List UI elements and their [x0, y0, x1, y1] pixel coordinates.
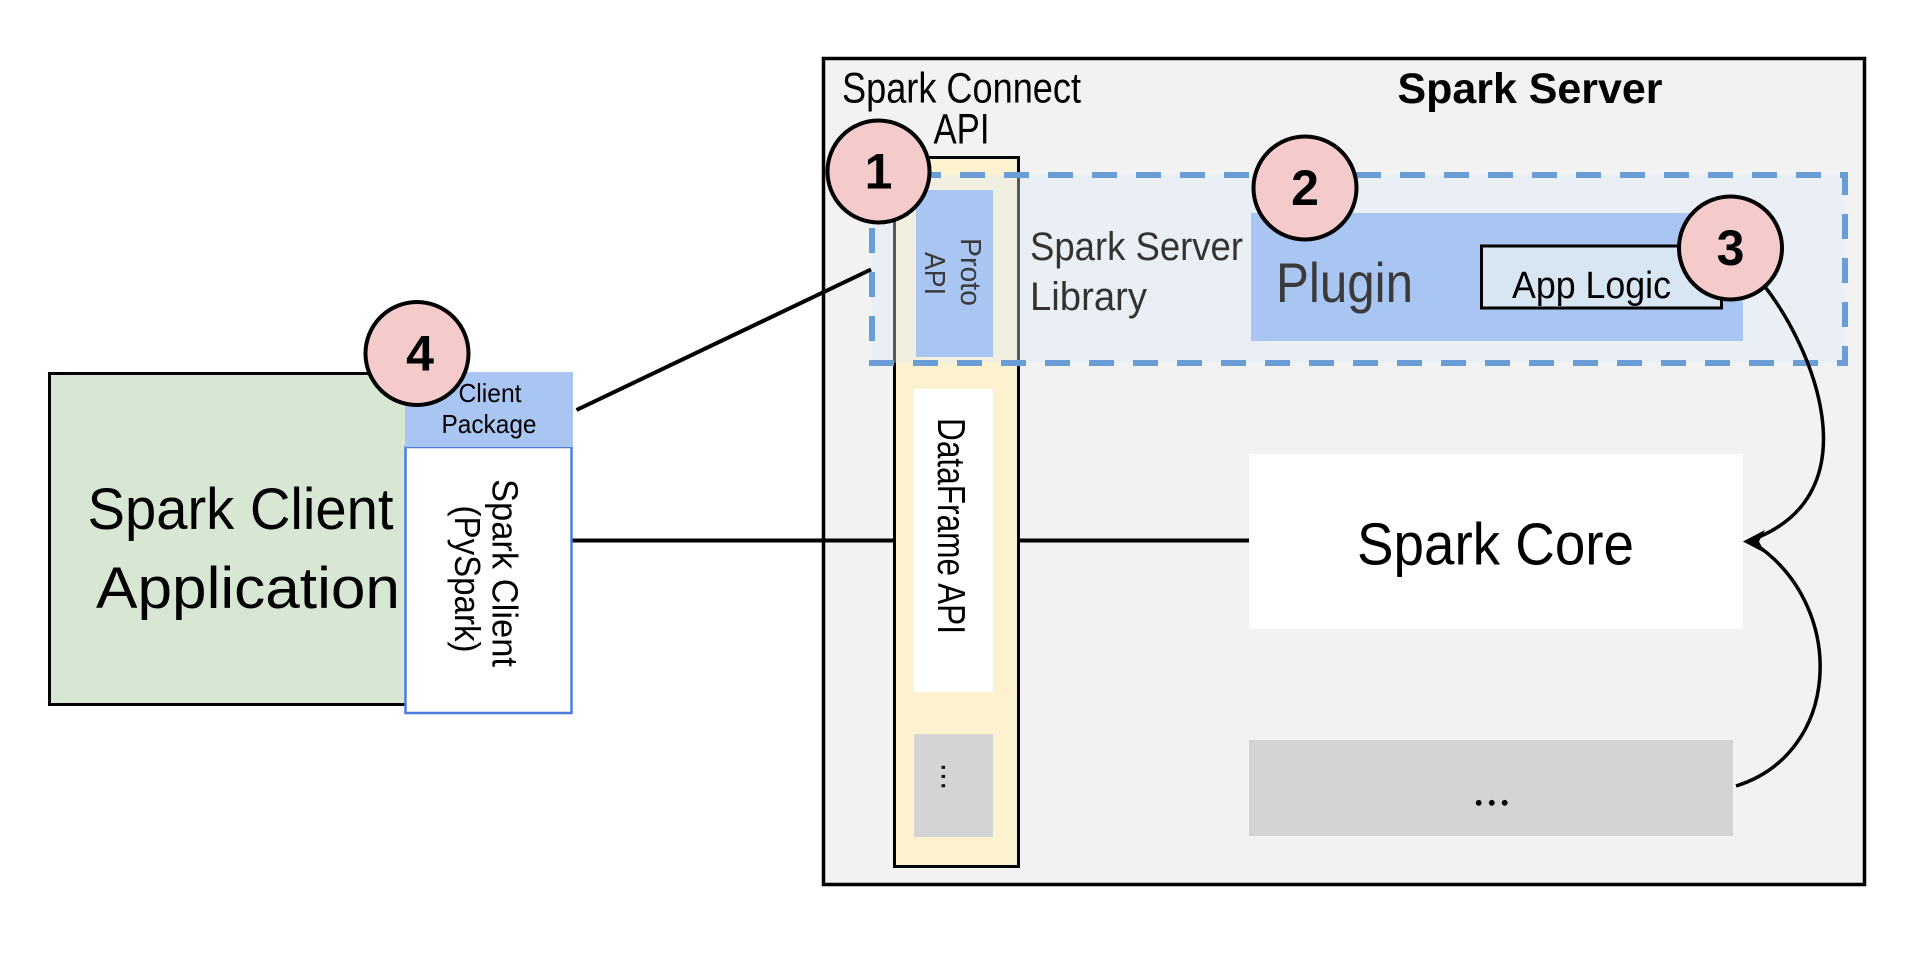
svg-text:Plugin: Plugin [1276, 251, 1413, 314]
svg-text:Spark Server: Spark Server [1030, 225, 1243, 269]
svg-text:Spark Connect: Spark Connect [842, 65, 1081, 113]
svg-text:DataFrame API: DataFrame API [929, 418, 972, 634]
svg-text:3: 3 [1717, 220, 1745, 276]
svg-text:Library: Library [1030, 275, 1147, 319]
svg-text:API: API [934, 106, 990, 154]
svg-text:Spark Client: Spark Client [88, 477, 394, 542]
svg-text:ProtoAPI: ProtoAPI [918, 238, 986, 306]
svg-text:Spark Core: Spark Core [1357, 512, 1634, 578]
svg-text:Package: Package [442, 409, 537, 439]
svg-text:2: 2 [1291, 160, 1319, 216]
svg-text:Client: Client [459, 378, 523, 408]
svg-text:1: 1 [865, 144, 893, 200]
svg-text:App Logic: App Logic [1512, 265, 1671, 307]
svg-text:Spark Client(PySpark): Spark Client(PySpark) [447, 479, 525, 667]
svg-text:...: ... [935, 763, 972, 791]
svg-text:Spark Server: Spark Server [1398, 65, 1663, 113]
svg-text:Application: Application [96, 556, 400, 621]
svg-text:4: 4 [406, 326, 434, 382]
